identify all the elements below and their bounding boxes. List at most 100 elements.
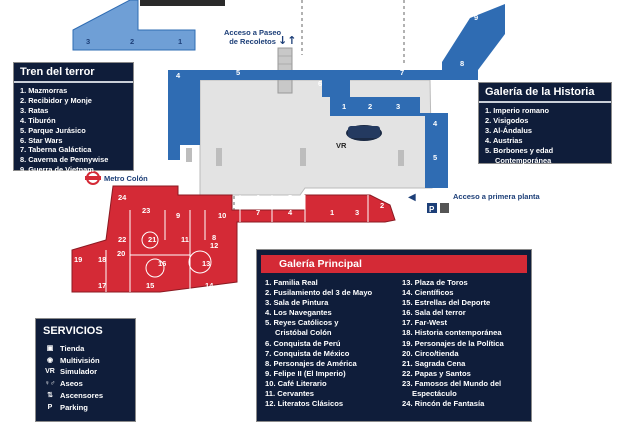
- tren-item: 1. Mazmorras: [20, 86, 68, 95]
- service-label: Aseos: [60, 379, 83, 389]
- red-number-label: 16: [158, 259, 166, 268]
- train-start-area: [72, 0, 196, 51]
- red-number-label: 8: [212, 233, 216, 242]
- blue-number-label: 4: [176, 71, 181, 80]
- tren-title: Tren del terror: [14, 63, 133, 83]
- red-number-label: 12: [210, 241, 218, 250]
- principal-item: 2. Fusilamiento del 3 de Mayo: [265, 288, 373, 298]
- historia-panel: Galería de la Historia 1. Imperio romano…: [478, 82, 612, 165]
- red-number-label: 21: [148, 235, 156, 244]
- eye-icon: ◉: [46, 356, 54, 364]
- historia-area: [330, 97, 448, 188]
- red-number-label: 1: [330, 208, 334, 217]
- service-item: ▣Tienda: [44, 343, 127, 355]
- principal-item: 14. Científicos: [402, 288, 454, 298]
- red-number-label: 19: [74, 255, 82, 264]
- tren-item: 8. Caverna de Pennywise: [20, 155, 109, 165]
- parking-icon: P: [47, 403, 53, 411]
- historia-item: 4. Austrias: [485, 135, 523, 145]
- principal-item: 10. Café Literario: [265, 378, 327, 388]
- red-number-label: 5: [288, 193, 292, 202]
- red-number-label: 3: [355, 208, 359, 217]
- tren-item: 6. Star Wars: [20, 135, 63, 145]
- hist-number-label: 4: [433, 119, 438, 128]
- red-number-label: 22: [118, 235, 126, 244]
- red-number-label: 13: [202, 259, 210, 268]
- principal-item: 21. Sagrada Cena: [402, 358, 466, 368]
- hist-number-label: 2: [368, 102, 372, 111]
- blue-number-label: 9: [474, 13, 478, 22]
- service-label: Parking: [60, 402, 88, 412]
- service-label: Ascensores: [60, 390, 104, 400]
- gallery-walls: [105, 195, 369, 292]
- red-number-label: 17: [98, 281, 106, 290]
- vr-label: VR: [336, 141, 347, 150]
- principal-item: 16. Sala del terror: [402, 308, 466, 318]
- service-label: Multivisión: [60, 355, 100, 365]
- principal-item: 23. Famosos del Mundo del: [402, 378, 502, 388]
- servicios-title: SERVICIOS: [43, 325, 103, 337]
- principal-item: 24. Rincón de Fantasía: [402, 399, 485, 409]
- metro-icon: [85, 171, 101, 185]
- historia-item: 5. Borbones y edad: [485, 145, 554, 155]
- hist-number-label: 3: [396, 102, 400, 111]
- historia-item: 2. Visigodos: [485, 115, 529, 125]
- blue-number-label: 2: [130, 37, 134, 46]
- tren-item: 5. Parque Jurásico: [20, 125, 86, 135]
- tren-item: 4. Tiburón: [20, 115, 56, 125]
- entrance-arrows: ↓↑: [278, 34, 296, 47]
- red-number-label: 24: [118, 193, 127, 202]
- service-label: Simulador: [60, 367, 98, 377]
- shopping-bag-icon: ▣: [46, 345, 54, 352]
- columns: [186, 148, 404, 166]
- metro-label: Metro Colón: [104, 174, 148, 183]
- principal-item: 1. Familia Real: [265, 278, 318, 287]
- red-number-label: 7: [256, 208, 260, 217]
- principal-item: 6. Conquista de Perú: [265, 338, 341, 348]
- principal-item: 18. Historia contemporánea: [402, 328, 502, 338]
- service-item: ◉ Multivisión: [44, 355, 127, 367]
- parking-icon: [427, 203, 437, 213]
- blue-number-label: 3: [86, 37, 90, 46]
- red-number-label: 15: [146, 281, 154, 290]
- tren-item: 2. Recibidor y Monje: [20, 95, 92, 105]
- principal-item: 5. Reyes Católicos y: [265, 318, 339, 328]
- principal-item: 17. Far-West: [402, 318, 448, 328]
- red-number-label: 18: [98, 255, 106, 264]
- principal-item: 8. Personajes de América: [265, 358, 357, 368]
- principal-item: 4. Los Navegantes: [265, 308, 332, 318]
- principal-item: Cristóbal Colón: [275, 328, 332, 338]
- red-number-label: 9: [176, 211, 180, 220]
- principal-item: 20. Circo/tienda: [402, 348, 459, 358]
- vr-icon: VR: [45, 368, 55, 376]
- access-first-floor-label: Acceso a primera planta: [453, 192, 540, 201]
- principal-item: 9. Felipe II (El Imperio): [265, 368, 346, 378]
- service-item: ♀♂Aseos: [44, 378, 127, 390]
- red-number-label: 2: [380, 201, 384, 210]
- red-number-label: 10: [218, 211, 226, 220]
- principal-title: Galería Principal: [261, 255, 527, 273]
- principal-item: Espectáculo: [412, 389, 457, 399]
- train-track: [168, 4, 505, 160]
- access-paseo-label: Acceso a Paseo de Recoletos: [224, 28, 282, 46]
- blue-number-label: 6: [318, 79, 322, 88]
- blue-number-label: 8: [460, 59, 464, 68]
- historia-item: 1. Imperio romano: [485, 106, 550, 115]
- red-number-label: 23: [142, 206, 150, 215]
- service-item: ⇅ Ascensores: [44, 390, 127, 402]
- vr-simulator: [346, 125, 382, 141]
- principal-item: 11. Cervantes: [265, 389, 314, 399]
- historia-item: 3. Al-Ándalus: [485, 125, 532, 135]
- red-number-label: 11: [181, 235, 189, 244]
- elevator-icon: ⇅: [47, 391, 53, 399]
- hist-number-label: 5: [433, 153, 437, 162]
- principal-item: 13. Plaza de Toros: [402, 278, 468, 287]
- elevator-icon: [440, 203, 449, 213]
- blue-number-label: 1: [178, 37, 182, 46]
